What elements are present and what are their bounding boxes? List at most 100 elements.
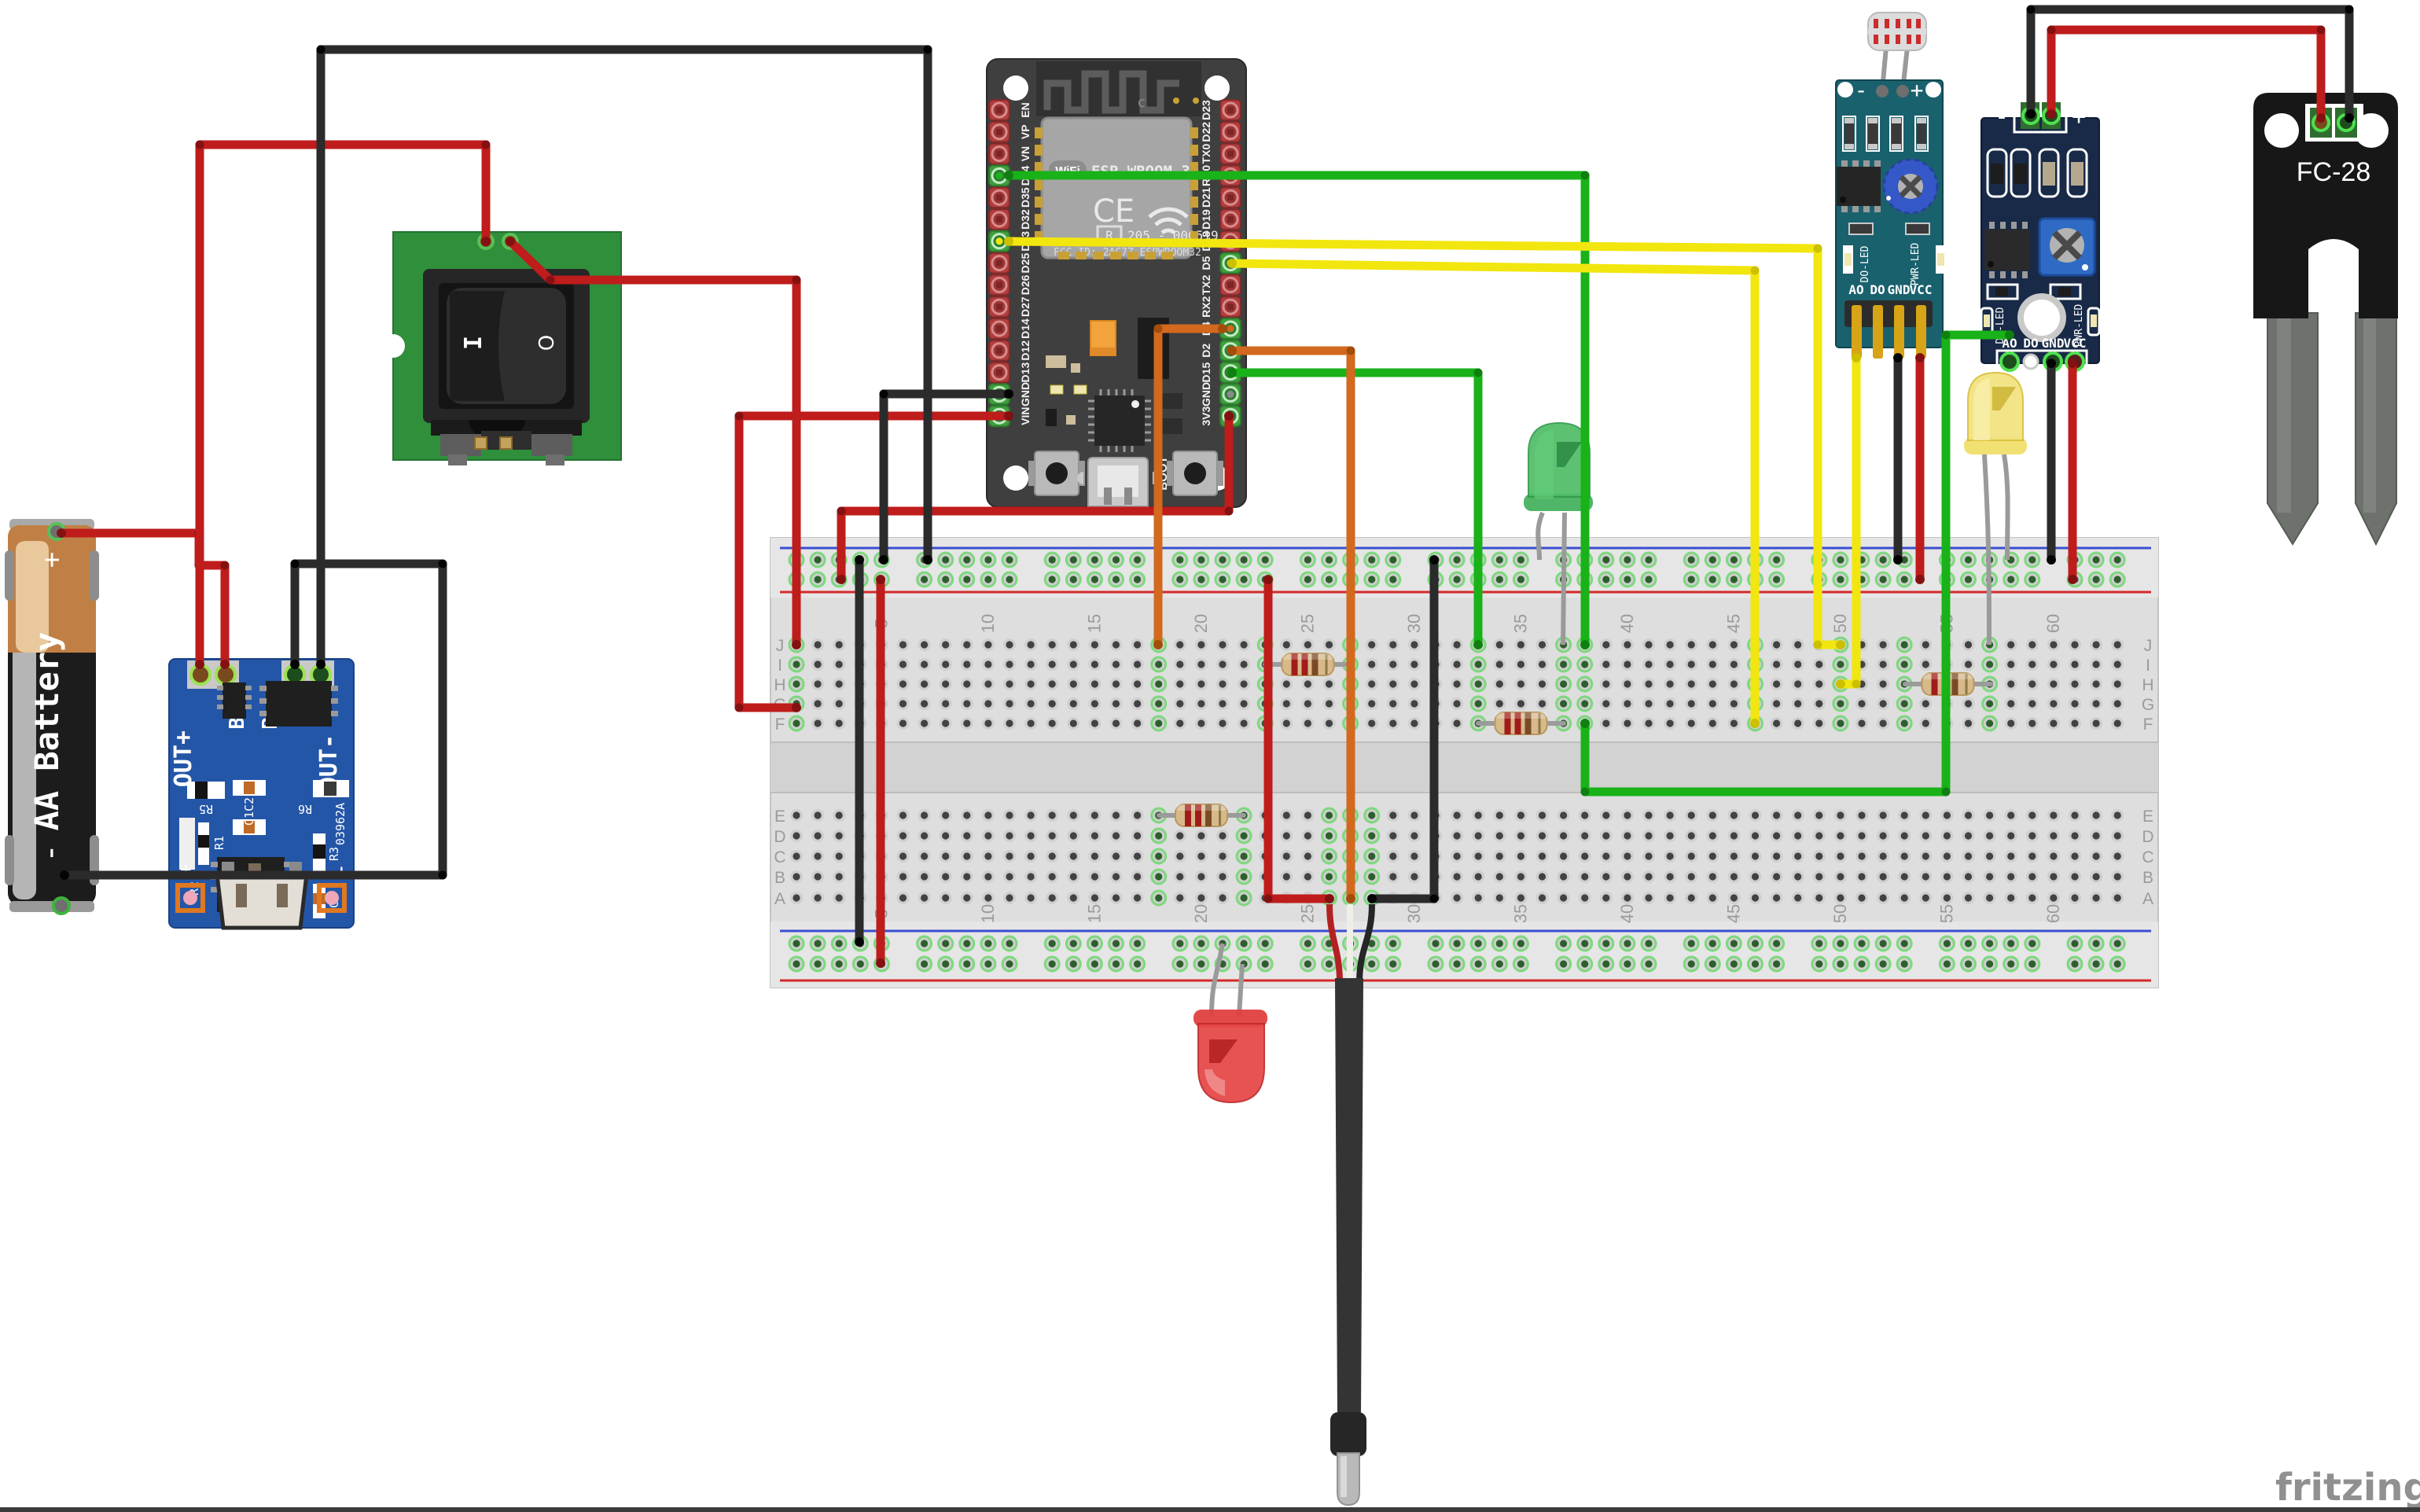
breadboard-hole	[1815, 700, 1823, 708]
breadboard-hole	[1602, 873, 1610, 881]
moisture-trimpot[interactable]	[2038, 217, 2096, 277]
breadboard-hole-active	[1150, 675, 1168, 693]
esp32-pin-tx2[interactable]: TX2	[1200, 274, 1241, 296]
wire-probe-black[interactable]	[2026, 5, 2354, 123]
esp32-pin-d27[interactable]: D27	[988, 296, 1032, 318]
wire-vin[interactable]	[734, 411, 1014, 712]
esp32-pin-d32[interactable]: D32	[988, 208, 1032, 230]
wire-rail-bridge-red[interactable]	[876, 575, 885, 968]
wire-light-gnd[interactable]	[1893, 353, 1903, 565]
esp32-pin-d19[interactable]: D19	[1200, 208, 1241, 230]
breadboard-rail-hole	[980, 935, 997, 952]
wire-light-vcc[interactable]	[1915, 353, 1925, 584]
breadboard-hole	[984, 873, 992, 881]
esp32-pin-d23[interactable]: D23	[1200, 99, 1241, 121]
wire-moisture-ao-green[interactable]	[1580, 330, 2014, 796]
resistor-pullup[interactable]	[1263, 653, 1353, 676]
wire-switch-to-breadboard[interactable]	[506, 237, 801, 649]
esp32-pin-d21[interactable]: D21	[1200, 186, 1241, 209]
esp32-pin-d22[interactable]: D22	[1200, 120, 1241, 143]
wire-d34-green[interactable]	[1004, 171, 1590, 649]
wire-esp-gnd-to-rail[interactable]	[879, 389, 1013, 565]
breadboard-hole	[1282, 852, 1290, 860]
esp32-pin-d25[interactable]: D25	[988, 252, 1032, 274]
breadboard-hole	[1112, 680, 1120, 688]
esp32-pin-d12[interactable]: D12	[988, 339, 1032, 362]
esp32-devkit-board[interactable]: c WiFi ESP-WROOM-32 CE R 205 - 000519 FC…	[986, 58, 1247, 508]
esp32-pin-d35[interactable]: D35	[988, 186, 1032, 209]
wire-node	[1004, 237, 1013, 246]
esp32-pin-3v3[interactable]: 3V3	[1200, 405, 1241, 428]
breadboard-hole	[1197, 894, 1205, 902]
yellow-led[interactable]	[1964, 371, 2027, 646]
breadboard-hole	[1773, 700, 1781, 708]
esp32-pin-vn[interactable]: VN	[988, 142, 1032, 165]
esp32-pin-en[interactable]: EN	[988, 99, 1032, 121]
breadboard-hole	[1624, 719, 1631, 727]
breadboard-hole	[963, 719, 971, 727]
breadboard-hole	[1581, 700, 1589, 708]
breadboard-hole	[2007, 873, 2015, 881]
breadboard-hole	[1900, 852, 1908, 860]
breadboard-hole	[1815, 719, 1823, 727]
resistor-red-led[interactable]	[1157, 804, 1246, 827]
power-switch[interactable]: I O	[381, 231, 622, 465]
moisture-sensor-module[interactable]: - + D	[1980, 97, 2101, 374]
esp32-pin-rx2[interactable]: RX2	[1200, 296, 1241, 318]
wire-d15-green[interactable]	[1227, 368, 1483, 649]
resistor-green-led[interactable]	[1476, 712, 1566, 735]
breadboard-hole	[1900, 700, 1908, 708]
esp32-pin-tx0[interactable]: TX0	[1200, 142, 1241, 165]
wire-bminus-to-battery[interactable]	[60, 559, 447, 881]
breadboard-hole	[1773, 641, 1781, 649]
esp32-pin-label: VN	[1019, 146, 1032, 161]
breadboard-hole	[1410, 811, 1418, 819]
breadboard-hole	[984, 719, 992, 727]
light-sensor-module[interactable]: - + DO-LED	[1835, 12, 1946, 359]
battery-negative-terminal[interactable]	[52, 896, 71, 915]
wire-outminus-to-negative-rail[interactable]	[316, 45, 932, 670]
light-trimpot[interactable]	[1882, 158, 1939, 215]
esp32-pin-d33[interactable]: D33	[988, 230, 1032, 252]
breadboard-hole	[1006, 894, 1013, 902]
breadboard-rail-hole	[1321, 551, 1337, 568]
wire-moisture-vcc[interactable]	[2068, 359, 2077, 584]
breadboard-row-letter: A	[774, 890, 785, 908]
wire-light-ao-yellow[interactable]	[1836, 353, 1861, 689]
breadboard-hole	[1048, 700, 1056, 708]
red-led[interactable]	[1193, 943, 1267, 1104]
wire-d4-orange[interactable]	[1153, 324, 1227, 649]
wire-d2-orange[interactable]	[1227, 346, 1355, 903]
temperature-probe[interactable]	[1326, 903, 1375, 1506]
light-pin-header[interactable]	[1844, 300, 1933, 359]
breadboard-hole	[1474, 940, 1482, 947]
aa-battery[interactable]: + - AA Battery	[5, 519, 99, 915]
wire-d5-yellow[interactable]	[1227, 259, 1760, 728]
fc28-moisture-probe[interactable]: FC-28	[2253, 93, 2398, 546]
wire-outplus-to-switch[interactable]	[195, 140, 491, 670]
esp32-pin-d26[interactable]: D26	[988, 274, 1032, 296]
wire-probe-gnd-jumper[interactable]	[1367, 555, 1439, 903]
breadboard-hole	[1964, 660, 1973, 668]
esp32-boot-button[interactable]: BOOT	[1157, 451, 1223, 496]
wire-node	[923, 555, 932, 565]
breadboard-rail-hole	[1725, 551, 1742, 568]
wire-d33-yellow[interactable]	[1004, 237, 1845, 649]
wire-probe-red[interactable]	[2047, 25, 2326, 123]
breadboard-rail-hole	[809, 571, 826, 588]
wire-rail-bridge-black[interactable]	[855, 555, 864, 947]
esp32-pin-d14[interactable]: D14	[988, 318, 1032, 340]
wire-pullup-red[interactable]	[1263, 575, 1334, 903]
wire-moisture-gnd[interactable]	[2047, 359, 2056, 565]
esp32-pin-label: D23	[1200, 100, 1212, 120]
breadboard-rail-hole	[1704, 551, 1721, 568]
breadboard-hole	[1474, 852, 1482, 860]
esp32-pin-gnd[interactable]: GND	[1200, 382, 1241, 407]
esp32-pin-vp[interactable]: VP	[988, 120, 1032, 143]
breadboard-hole	[1517, 641, 1524, 649]
tp4056-charger-module[interactable]: OUT+ B+ B- OUT- R5 C1C2 R6 03962A R1 R2 …	[168, 658, 355, 930]
green-led[interactable]	[1524, 421, 1593, 646]
esp32-pin-d13[interactable]: D13	[988, 361, 1032, 384]
wire-3v3-to-positive-rail[interactable]	[837, 411, 1234, 584]
esp32-usb-port[interactable]	[1077, 457, 1159, 507]
